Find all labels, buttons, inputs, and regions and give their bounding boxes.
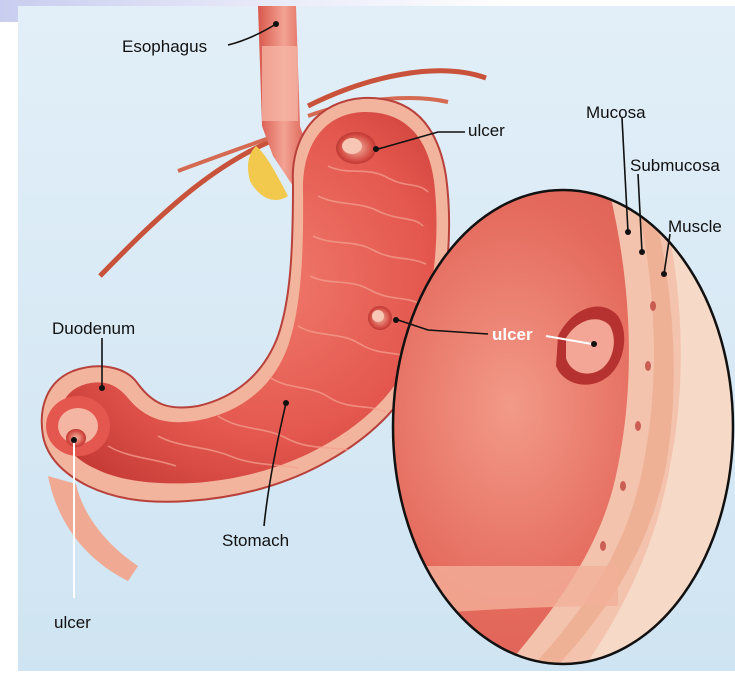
label-muscle: Muscle [668, 217, 722, 236]
label-duodenum: Duodenum [52, 319, 135, 338]
leader-muscle-dot [661, 271, 667, 277]
label-stomach: Stomach [222, 531, 289, 550]
leader-esophagus-dot [273, 21, 279, 27]
ulcer-middle-crater [368, 306, 392, 330]
label-submucosa: Submucosa [630, 156, 720, 175]
label-mucosa: Mucosa [586, 103, 646, 122]
illustration-panel: Esophagus ulcer Mucosa Submucosa Muscle … [18, 6, 735, 671]
leader-ulcer-middle-dot [393, 317, 399, 323]
label-ulcer-middle: ulcer [492, 325, 533, 344]
leader-submucosa-dot [639, 249, 645, 255]
leader-stomach-dot [283, 400, 289, 406]
leader-duodenum-dot [99, 385, 105, 391]
stomach-ulcer-illustration: Esophagus ulcer Mucosa Submucosa Muscle … [18, 6, 735, 671]
label-esophagus: Esophagus [122, 37, 207, 56]
label-ulcer-bottom: ulcer [54, 613, 91, 632]
leader-ulcer-middle-right-dot [591, 341, 597, 347]
leader-ulcer-top-dot [373, 146, 379, 152]
leader-ulcer-bottom-dot [71, 437, 77, 443]
leader-mucosa-dot [625, 229, 631, 235]
ulcer-top-crater [336, 132, 376, 164]
label-ulcer-top: ulcer [468, 121, 505, 140]
